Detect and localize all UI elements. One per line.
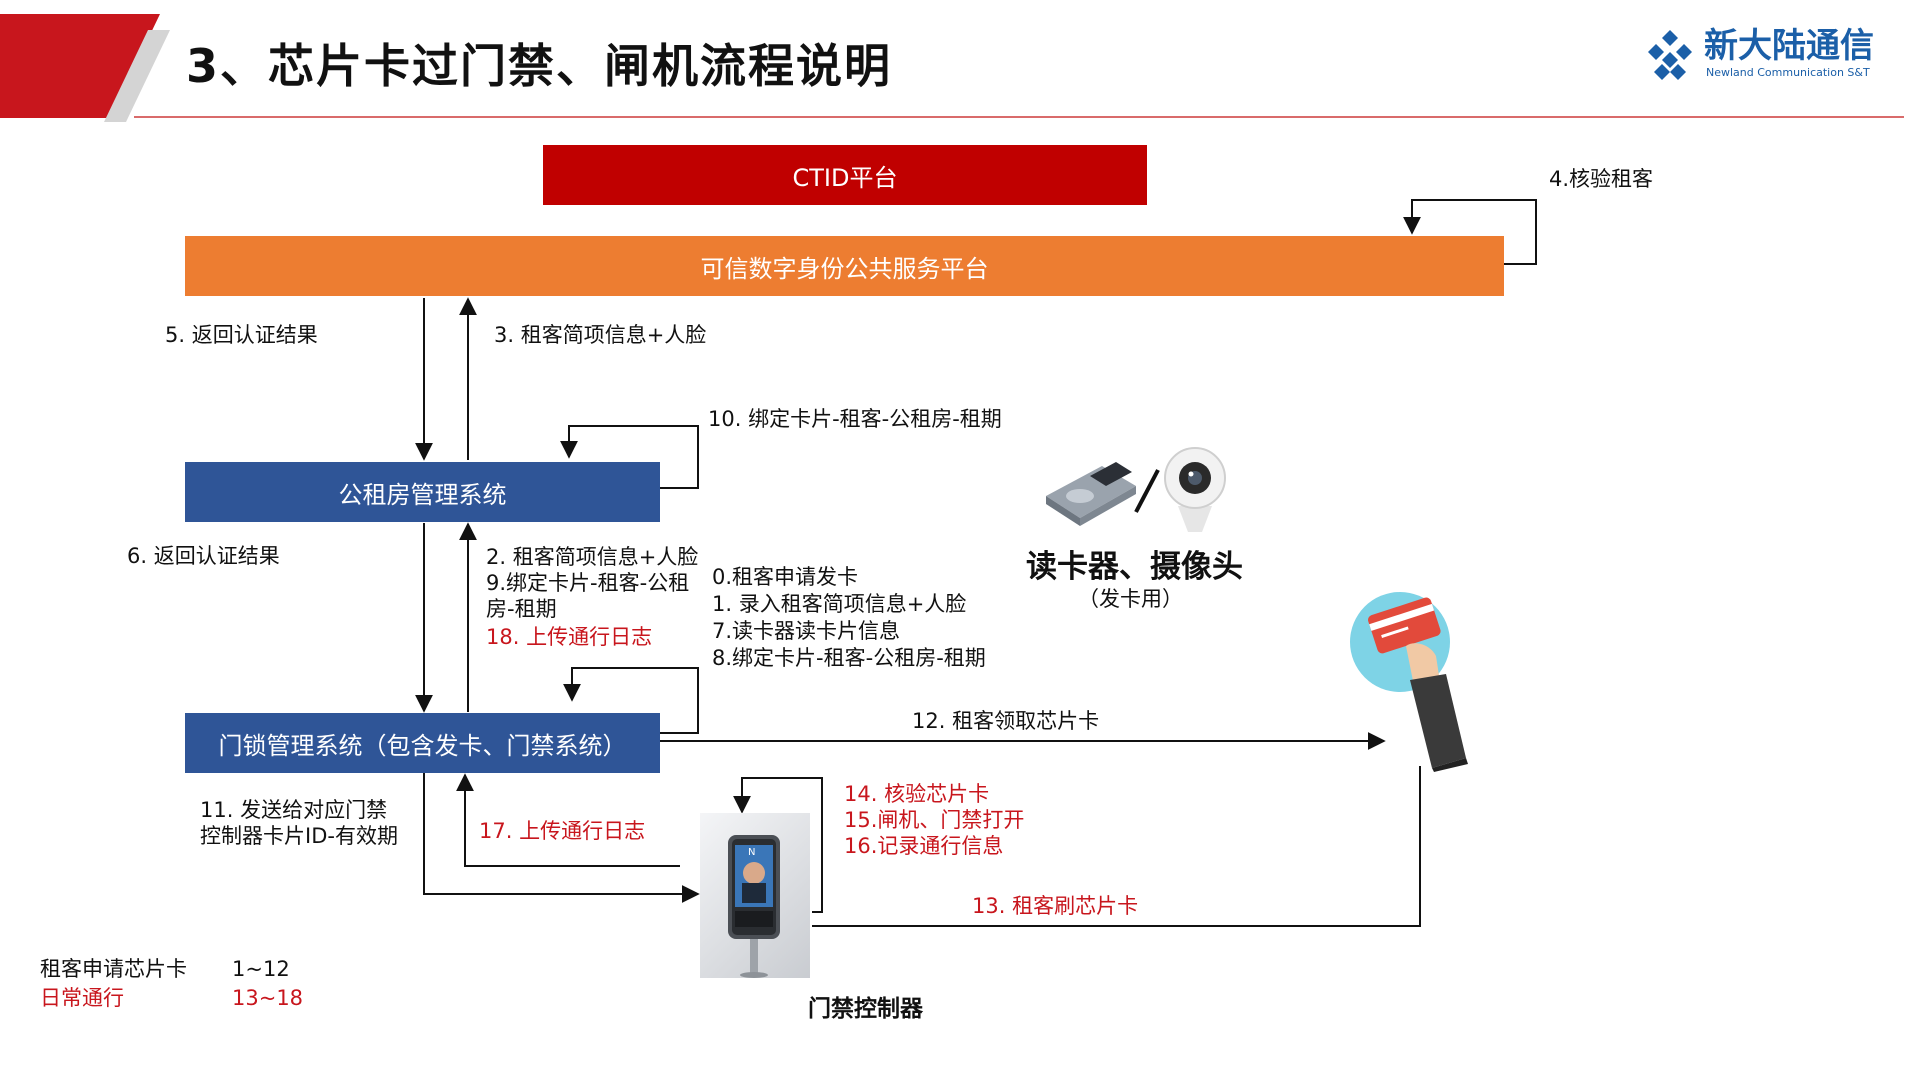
step-11-label-line2: 控制器卡片ID-有效期 <box>200 824 398 848</box>
page-title: 3、芯片卡过门禁、闸机流程说明 <box>186 39 893 93</box>
logo-cn-text: 新大陆通信 <box>1704 26 1874 66</box>
logo-en-text: Newland Communication S&T <box>1706 66 1870 79</box>
company-logo: 新大陆通信 Newland Communication S&T <box>1648 26 1898 86</box>
door-lock-system-box: 门锁管理系统（包含发卡、门禁系统） <box>185 713 660 773</box>
header-red-banner <box>0 14 170 122</box>
ctid-platform-box: CTID平台 <box>543 145 1147 205</box>
step-13-label: 13. 租客刷芯片卡 <box>972 894 1139 918</box>
camera-icon <box>1164 447 1226 532</box>
trusted-identity-platform-box: 可信数字身份公共服务平台 <box>185 236 1504 296</box>
step-1-label: 1. 录入租客简项信息+人脸 <box>712 592 967 616</box>
arrow-4-loop <box>1403 199 1537 265</box>
step-16-label: 16.记录通行信息 <box>844 834 1004 858</box>
step-4-label: 4.核验租客 <box>1549 167 1654 191</box>
step-9-label-line2: 房-租期 <box>486 597 557 621</box>
reader-camera-title: 读卡器、摄像头 <box>1026 549 1243 585</box>
reader-camera-subtitle: （发卡用） <box>1078 587 1183 611</box>
legend-apply-label: 租客申请芯片卡 <box>40 957 187 981</box>
reader-camera-slash <box>1134 469 1160 513</box>
legend-daily-label: 日常通行 <box>40 986 124 1010</box>
step-9-label-line1: 9.绑定卡片-租客-公租 <box>486 571 690 595</box>
door-controller-image: N <box>700 813 810 978</box>
arrow-14-16-loop <box>733 777 823 913</box>
step-7-label: 7.读卡器读卡片信息 <box>712 619 901 643</box>
logo-mark-icon <box>1648 30 1692 80</box>
door-controller-screen-text: N <box>748 847 756 858</box>
step-11-label-line1: 11. 发送给对应门禁 <box>200 798 388 822</box>
door-lock-system-label: 门锁管理系统（包含发卡、门禁系统） <box>218 731 627 760</box>
step-3-label: 3. 租客简项信息+人脸 <box>494 323 707 347</box>
step-5-label: 5. 返回认证结果 <box>165 323 318 347</box>
card-reader-icon <box>1046 462 1136 526</box>
step-6-label: 6. 返回认证结果 <box>127 544 280 568</box>
step-15-label: 15.闸机、门禁打开 <box>844 808 1025 832</box>
legend-apply-range: 1~12 <box>232 957 290 981</box>
ctid-platform-label: CTID平台 <box>792 163 898 192</box>
header-divider <box>134 116 1904 118</box>
arrow-11 <box>423 773 700 903</box>
step-0-label: 0.租客申请发卡 <box>712 565 859 589</box>
hand-with-card-icon <box>1350 592 1468 772</box>
door-controller-icon <box>728 835 780 978</box>
step-2-label: 2. 租客简项信息+人脸 <box>486 545 699 569</box>
arrow-0-8-loop <box>563 667 699 734</box>
step-12-label: 12. 租客领取芯片卡 <box>912 709 1100 733</box>
legend-daily-range: 13~18 <box>232 986 304 1010</box>
public-housing-system-box: 公租房管理系统 <box>185 462 660 522</box>
arrow-10-loop <box>560 425 699 489</box>
arrow-13 <box>812 766 1421 927</box>
arrow-17 <box>456 773 680 867</box>
step-17-label: 17. 上传通行日志 <box>479 819 646 843</box>
trusted-identity-platform-label: 可信数字身份公共服务平台 <box>700 254 989 283</box>
step-10-label: 10. 绑定卡片-租客-公租房-租期 <box>708 407 1002 431</box>
public-housing-system-label: 公租房管理系统 <box>338 480 507 509</box>
step-18-label: 18. 上传通行日志 <box>486 625 653 649</box>
door-controller-label: 门禁控制器 <box>808 996 923 1022</box>
step-8-label: 8.绑定卡片-租客-公租房-租期 <box>712 646 986 670</box>
step-14-label: 14. 核验芯片卡 <box>844 782 990 806</box>
